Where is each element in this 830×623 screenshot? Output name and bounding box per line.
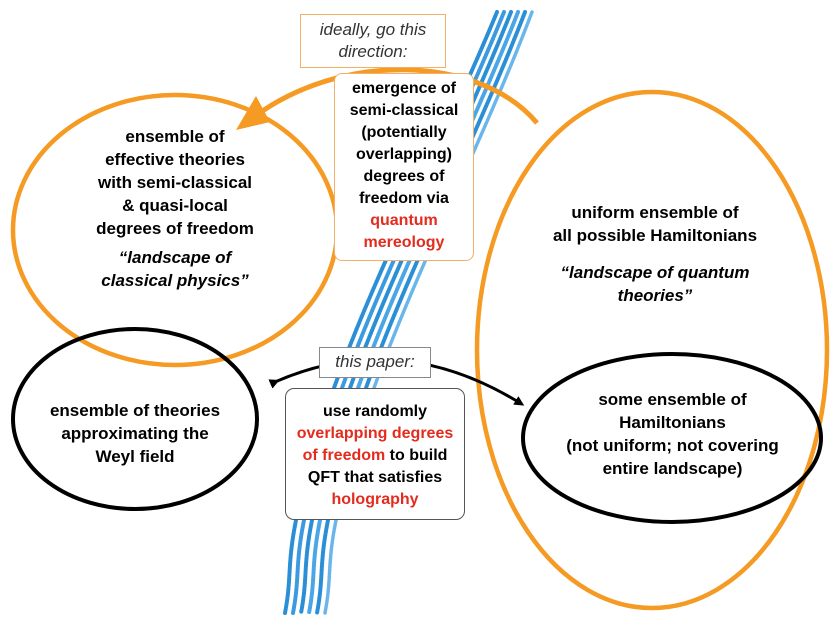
left-orange-quote-line1: “landscape of — [118, 248, 232, 267]
left-orange-quote-line2: classical physics” — [101, 271, 249, 290]
emergence-line: degrees of — [363, 168, 445, 185]
paper-red2: of freedom — [302, 447, 386, 464]
right-orange-line1: uniform ensemble of — [571, 203, 739, 222]
right-black-line: some ensemble of — [598, 390, 747, 409]
left-orange-line: effective theories — [105, 150, 245, 169]
left-orange-line: ensemble of — [125, 127, 225, 146]
paper-red3: holography — [331, 491, 419, 508]
paper-after-red2: to build — [385, 447, 448, 464]
paper-line4: QFT that satisfies — [307, 469, 443, 486]
left-orange-line: degrees of freedom — [96, 219, 254, 238]
emergence-red-line: quantum — [370, 212, 438, 229]
emergence-line: semi-classical — [349, 102, 459, 119]
right-orange-quote-line1: “landscape of quantum — [560, 263, 750, 282]
right-orange-ellipse — [474, 89, 830, 611]
paper-label: this paper: — [335, 352, 415, 371]
paper-label-box: this paper: — [319, 347, 431, 378]
emergence-line: (potentially — [361, 124, 447, 141]
paper-red1: overlapping degrees — [296, 425, 454, 442]
paper-line3: of freedom to build — [286, 445, 464, 467]
direction-arrow — [248, 67, 539, 125]
emergence-line: overlapping) — [355, 146, 452, 163]
paper-line1: use randomly — [322, 403, 428, 420]
left-orange-text: ensemble of effective theories with semi… — [55, 125, 295, 292]
direction-arrowhead — [236, 96, 270, 130]
paper-box: use randomly overlapping degrees of free… — [285, 388, 465, 520]
direction-label-line2: direction: — [338, 42, 408, 61]
left-black-line: Weyl field — [95, 447, 175, 466]
right-black-ellipse — [521, 352, 823, 524]
direction-label-box: ideally, go this direction: — [300, 14, 446, 68]
right-black-line: (not uniform; not covering — [566, 436, 779, 455]
right-orange-quote-line2: theories” — [617, 286, 693, 305]
right-black-line: entire landscape) — [602, 459, 743, 478]
emergence-red-line: mereology — [363, 234, 445, 251]
emergence-box: emergence of semi-classical (potentially… — [334, 73, 474, 261]
direction-label-line1: ideally, go this — [319, 20, 427, 39]
emergence-line: emergence of — [351, 80, 457, 97]
left-orange-line: & quasi-local — [122, 196, 228, 215]
emergence-line: freedom via — [359, 190, 449, 207]
right-orange-text: uniform ensemble of all possible Hamilto… — [525, 201, 785, 307]
left-black-line: ensemble of theories — [49, 401, 221, 420]
left-black-ellipse — [11, 327, 259, 511]
left-black-text: ensemble of theories approximating the W… — [20, 399, 250, 468]
left-orange-line: with semi-classical — [97, 173, 253, 192]
right-orange-line2: all possible Hamiltonians — [552, 226, 758, 245]
right-black-text: some ensemble of Hamiltonians (not unifo… — [525, 388, 820, 480]
left-black-line: approximating the — [61, 424, 209, 443]
right-black-line: Hamiltonians — [619, 413, 726, 432]
